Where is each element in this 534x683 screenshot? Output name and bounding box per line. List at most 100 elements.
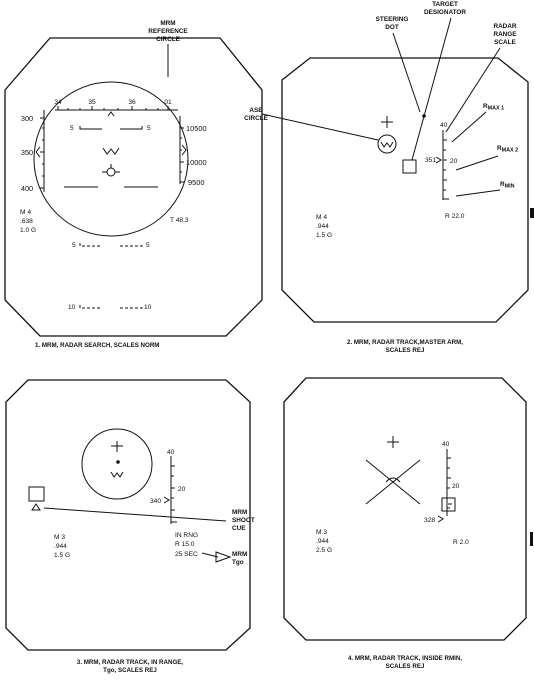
heading-caret-icon — [107, 111, 115, 117]
airspeed-350: 350 — [21, 148, 33, 157]
pitch-ladder-mid-right — [120, 243, 143, 247]
panel-4-frame — [283, 377, 527, 641]
mrm-shoot-cue-callout-line-1: MRM — [232, 509, 247, 516]
rmax1-leader — [451, 111, 487, 143]
panel-4-caption-line-1: 4. MRM, RADAR TRACK, INSIDE RMIN, — [348, 655, 462, 662]
pitch-ladder-low-left — [79, 305, 102, 309]
mach-label: M 4 — [316, 214, 327, 221]
altitude-9500: 9500 — [188, 178, 204, 187]
pitch-ladder-mid-left — [79, 243, 102, 247]
mach-value: .944 — [316, 538, 329, 545]
range-scale-40: 40 — [442, 441, 450, 448]
range-marker-value: 340 — [150, 498, 161, 505]
range-scale-20: 20 — [178, 486, 186, 493]
panel-2-caption-line-1: 2. MRM, RADAR TRACK,MASTER ARM, — [347, 339, 463, 346]
rmax2-leader — [455, 155, 499, 171]
panel-3: 40 20 340 IN RNG R 15.0 25 SEC M 3 .944 … — [5, 379, 255, 674]
altitude-tape-ticks — [180, 127, 184, 183]
pitch-ladder-top-right — [120, 126, 143, 130]
mach-value: .944 — [316, 223, 329, 230]
range-scale-20: 20 — [450, 158, 458, 165]
range-readout: R 2.0 — [453, 539, 469, 546]
radar-range-scale-leader — [445, 47, 501, 133]
airspeed-caret-icon — [35, 146, 41, 158]
g-load-readout: 1.5 G — [54, 552, 70, 559]
panel-4-caption-line-2: SCALES REJ — [386, 663, 425, 670]
radar-range-scale-callout-line-1: RADAR — [493, 23, 516, 30]
target-designator-box — [441, 497, 456, 512]
rmax2-label: RMAX 2 — [497, 145, 518, 154]
range-caret-icon — [163, 496, 170, 504]
mrm-shoot-cue-triangle — [31, 503, 41, 511]
ase-circle-callout-line-2: CIRCLE — [244, 115, 269, 122]
panel-3-caption-line-1: 3. MRM, RADAR TRACK, IN RANGE, — [77, 659, 183, 666]
range-marker-value: 351 — [425, 157, 436, 164]
flight-path-marker-icon — [102, 147, 120, 155]
pitch-label-low-right: 10 — [144, 304, 152, 311]
range-readout: R 22.0 — [445, 213, 465, 220]
steering-dot-callout-line-2: DOT — [385, 24, 399, 31]
radar-range-scale-callout-line-3: SCALE — [494, 39, 516, 46]
range-scale-ticks — [171, 465, 177, 523]
range-scale-ticks — [443, 139, 449, 200]
flight-path-marker-icon — [110, 471, 124, 478]
range-scale-20: 20 — [452, 483, 460, 490]
mach-label: M 3 — [54, 534, 65, 541]
airspeed-tape-ticks — [40, 117, 44, 189]
mrm-tgo-callout-line-1: MRM — [232, 551, 247, 558]
rmax1-label: RMAX 1 — [483, 103, 504, 112]
mrm-reference-circle-callout-line-1: MRM — [160, 20, 175, 27]
edge-mark — [530, 208, 534, 218]
mrm-shoot-cue-callout-line-2: SHOOT — [232, 517, 255, 524]
target-designator-callout-line-1: TARGET — [432, 1, 458, 8]
heading-35: 35 — [88, 99, 96, 106]
shoot-cue-leader — [43, 507, 227, 522]
g-load-readout: 2.5 G — [316, 547, 332, 554]
rmin-leader — [455, 189, 501, 197]
inside-rmin-x-line-2 — [365, 459, 421, 505]
range-marker-value: 328 — [424, 517, 435, 524]
target-designator-box — [28, 486, 45, 502]
tgo-readout: 25 SEC — [175, 551, 198, 558]
waterline-symbol-icon — [106, 167, 116, 177]
airspeed-400: 400 — [21, 184, 33, 193]
steering-dot-callout-line-1: STEERING — [376, 16, 409, 23]
mrm-reference-circle-callout-line-2: REFERENCE — [148, 28, 188, 35]
range-readout: R 15.0 — [175, 541, 195, 548]
pitch-label-top-left: 5 — [70, 125, 74, 132]
altitude-10000: 10000 — [186, 158, 207, 167]
panel-1: MRM REFERENCE CIRCLE 34 35 36 01 — [4, 20, 263, 349]
target-designator-box — [402, 159, 417, 174]
flight-path-marker-icon — [380, 141, 394, 148]
altitude-10500: 10500 — [186, 124, 207, 133]
panel-1-frame — [4, 37, 263, 337]
ase-circle-callout-line-1: ASE — [249, 107, 263, 114]
panel-3-frame — [5, 379, 251, 651]
mach-label: M 4 — [20, 209, 31, 216]
heading-tape-ticks — [57, 106, 169, 110]
range-scale-40: 40 — [440, 122, 448, 129]
altitude-caret-icon — [181, 144, 187, 156]
pitch-label-mid-left: 5 — [72, 242, 76, 249]
pitch-label-low-left: 10 — [68, 304, 76, 311]
panel-2: STEERING DOT TARGET DESIGNATOR RADAR RAN… — [244, 1, 534, 354]
pitch-label-mid-right: 5 — [146, 242, 150, 249]
pitch-label-top-right: 5 — [147, 125, 151, 132]
g-load-readout: 1.5 G — [316, 232, 332, 239]
panel-4: 40 20 328 M 3 .944 2.5 G R 2.0 4. MRM, R… — [283, 377, 533, 670]
mach-value: .638 — [20, 218, 33, 225]
pitch-ladder-top-left — [79, 126, 102, 130]
heading-34: 34 — [54, 99, 62, 106]
mrm-reference-circle-callout-line-3: CIRCLE — [156, 36, 181, 43]
steering-dot-leader — [392, 32, 421, 113]
steering-dot — [116, 460, 120, 464]
range-scale-40: 40 — [167, 449, 175, 456]
steering-dot — [422, 114, 426, 118]
ase-circle — [377, 134, 397, 154]
range-caret-icon — [437, 515, 444, 523]
mach-label: M 3 — [316, 529, 327, 536]
panel-1-caption: 1. MRM, RADAR SEARCH, SCALES NORM — [35, 342, 159, 349]
radar-range-scale-callout-line-2: RANGE — [493, 31, 517, 38]
in-range-label: IN RNG — [175, 532, 198, 539]
